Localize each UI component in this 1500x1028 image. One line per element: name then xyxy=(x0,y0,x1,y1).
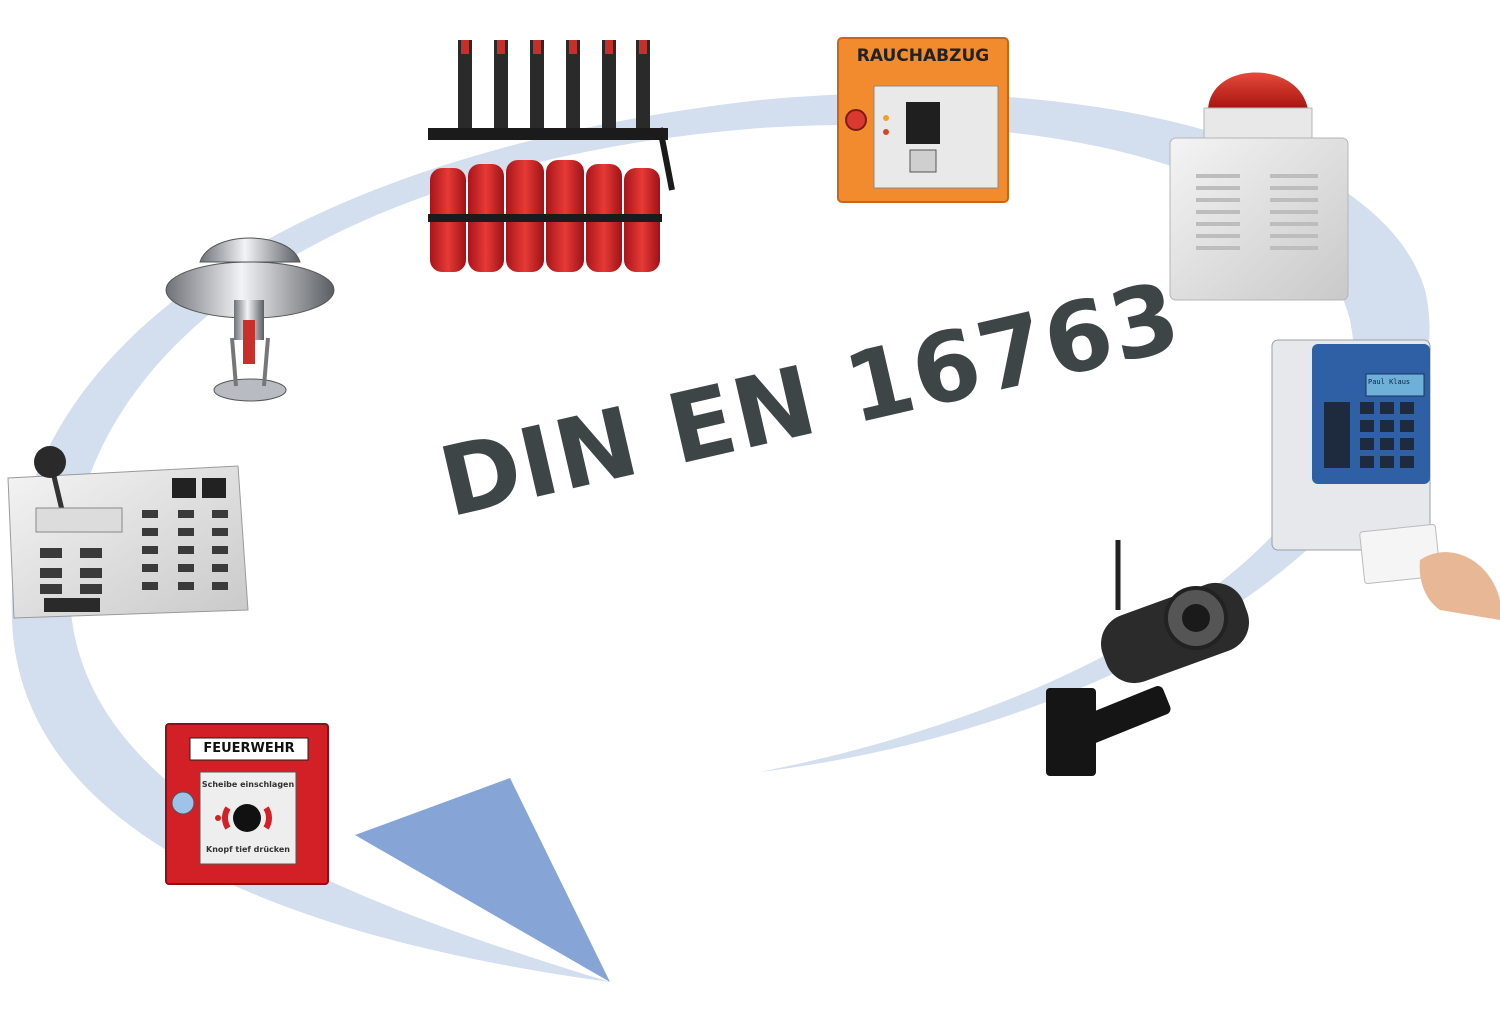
sprinkler-head-image xyxy=(165,237,335,402)
cylinder-valves xyxy=(458,40,650,130)
gas-extinguishing-cylinders-image xyxy=(428,40,675,272)
console-buttons xyxy=(40,510,228,612)
voice-alarm-console-image xyxy=(7,446,249,619)
cctv-camera-image xyxy=(1046,540,1249,776)
fire-alarm-call-point-image xyxy=(165,723,329,885)
access-control-keypad-image xyxy=(1271,339,1500,620)
call-point-instruction-top: Scheibe einschlagen xyxy=(201,780,295,789)
hand xyxy=(1419,552,1500,620)
arrow-head xyxy=(355,778,610,982)
call-point-label: FEUERWEHR xyxy=(203,741,295,756)
manifold-bar xyxy=(428,128,668,140)
cylinder-rack xyxy=(428,214,662,222)
smoke-vent-label: RAUCHABZUG xyxy=(856,46,990,66)
red-beacon xyxy=(1208,72,1308,110)
call-point-instruction-bottom: Knopf tief drücken xyxy=(206,845,290,854)
keypad-display-text: Paul Klaus xyxy=(1368,378,1411,386)
console-display xyxy=(35,507,123,533)
glass-bulb xyxy=(243,320,255,364)
warning-siren-image xyxy=(1169,72,1349,301)
smoke-vent-button-image xyxy=(837,37,1009,203)
